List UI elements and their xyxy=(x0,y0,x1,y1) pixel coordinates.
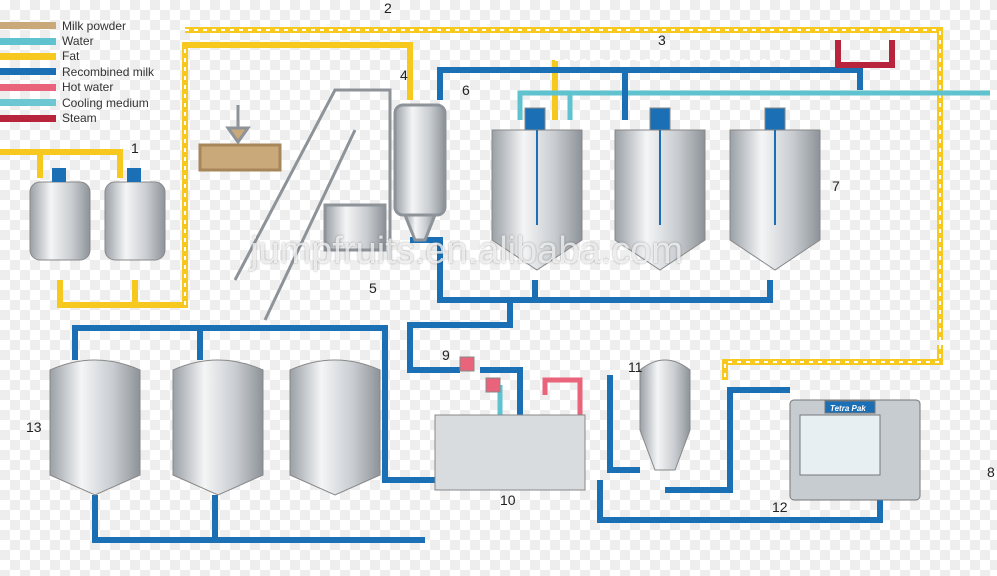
legend-label: Milk powder xyxy=(62,18,127,33)
legend-item-steam: Steam xyxy=(0,110,154,125)
hot-water-pipes xyxy=(542,377,583,420)
legend-swatch xyxy=(0,114,56,122)
legend-swatch xyxy=(0,99,56,107)
fat-tanks xyxy=(29,168,166,261)
legend-item-fat: Fat xyxy=(0,49,154,64)
label-7: 7 xyxy=(832,178,840,194)
watermark: jumpfruits.en.alibaba.com xyxy=(250,230,683,272)
label-1: 1 xyxy=(131,140,139,156)
label-3: 3 xyxy=(658,32,666,48)
plate-heat-exchanger xyxy=(434,356,586,491)
legend-item-milk-powder: Milk powder xyxy=(0,18,154,33)
legend-item-cooling-medium: Cooling medium xyxy=(0,95,154,110)
recombined-milk-pipes xyxy=(72,67,883,543)
label-5: 5 xyxy=(369,280,377,296)
legend-label: Cooling medium xyxy=(62,95,149,110)
legend-swatch xyxy=(0,22,56,30)
legend-swatch xyxy=(0,68,56,76)
legend-label: Hot water xyxy=(62,80,114,95)
legend-item-hot-water: Hot water xyxy=(0,80,154,95)
legend-label: Fat xyxy=(62,49,80,64)
legend-label: Water xyxy=(62,34,94,49)
label-10: 10 xyxy=(500,492,516,508)
label-6: 6 xyxy=(462,82,470,98)
legend-swatch xyxy=(0,52,56,60)
label-2: 2 xyxy=(384,0,392,16)
machine-brand-label: Tetra Pak xyxy=(830,404,866,413)
legend-swatch xyxy=(0,37,56,45)
legend-swatch xyxy=(0,83,56,91)
legend: Milk powder Water Fat Recombined milk Ho… xyxy=(0,18,154,126)
legend-label: Steam xyxy=(62,111,97,126)
label-9: 9 xyxy=(442,347,450,363)
steam-pipes xyxy=(835,40,895,68)
storage-tanks xyxy=(49,359,381,496)
legend-item-water: Water xyxy=(0,33,154,48)
legend-item-recombined-milk: Recombined milk xyxy=(0,64,154,79)
deaerator xyxy=(639,359,691,471)
label-4: 4 xyxy=(400,67,408,83)
mixing-station xyxy=(198,88,447,321)
legend-label: Recombined milk xyxy=(62,64,155,79)
label-12: 12 xyxy=(772,499,788,515)
label-11: 11 xyxy=(628,359,643,375)
filling-machine xyxy=(789,399,921,501)
label-13: 13 xyxy=(26,419,42,435)
mixing-tanks xyxy=(491,107,821,271)
label-8: 8 xyxy=(987,464,995,480)
